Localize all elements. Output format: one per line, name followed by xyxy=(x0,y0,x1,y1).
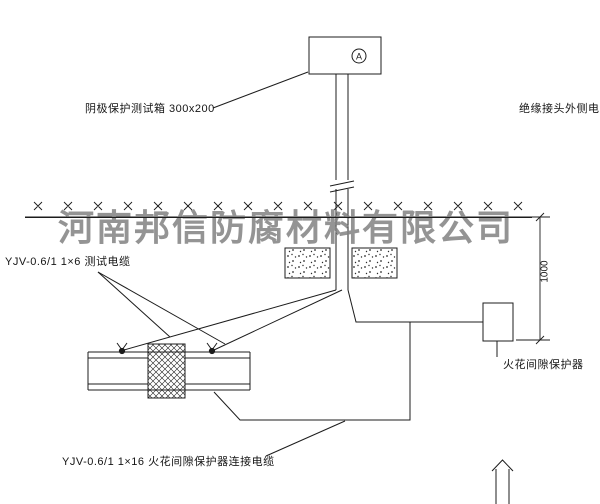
ground-line-overlay xyxy=(25,217,532,218)
concrete-foundation-left xyxy=(284,247,331,279)
cable-connection-right xyxy=(206,342,218,355)
test-box xyxy=(308,36,382,75)
test-box-label: 阴极保护测试箱 300x200 xyxy=(85,103,215,115)
spark-gap-cable-label: YJV-0.6/1 1×16 火花间隙保护器连接电缆 xyxy=(62,456,275,468)
ground-hatch-marks xyxy=(33,201,523,211)
spark-cable-leader-line xyxy=(265,420,346,457)
ammeter-circle xyxy=(351,48,367,64)
pipe-section-symbol xyxy=(491,459,514,504)
ammeter-label: A xyxy=(356,52,362,62)
company-watermark: 河南邦信防腐材料有限公司 xyxy=(58,208,515,248)
concrete-foundation-right xyxy=(351,247,398,279)
spark-gap-connection-cable xyxy=(213,322,411,421)
test-cable-leader-2 xyxy=(97,271,226,345)
dimension-label: 1000 xyxy=(539,260,551,283)
spark-gap-protector xyxy=(482,302,514,357)
test-box-leader-line xyxy=(212,71,309,109)
spark-gap-label: 火花间隙保护器 xyxy=(503,359,584,371)
outer-cable-label: 绝缘接头外侧电缆 xyxy=(519,103,600,115)
test-cable-right xyxy=(213,289,343,351)
riser-conduit xyxy=(329,74,355,290)
test-cable-left xyxy=(123,289,337,351)
test-cable-leader-1 xyxy=(97,271,171,338)
cable-connection-left xyxy=(116,342,128,355)
insulating-joint xyxy=(147,343,186,399)
spark-gap-feed-cable xyxy=(347,289,483,323)
test-cable-label: YJV-0.6/1 1×6 测试电缆 xyxy=(5,256,131,268)
